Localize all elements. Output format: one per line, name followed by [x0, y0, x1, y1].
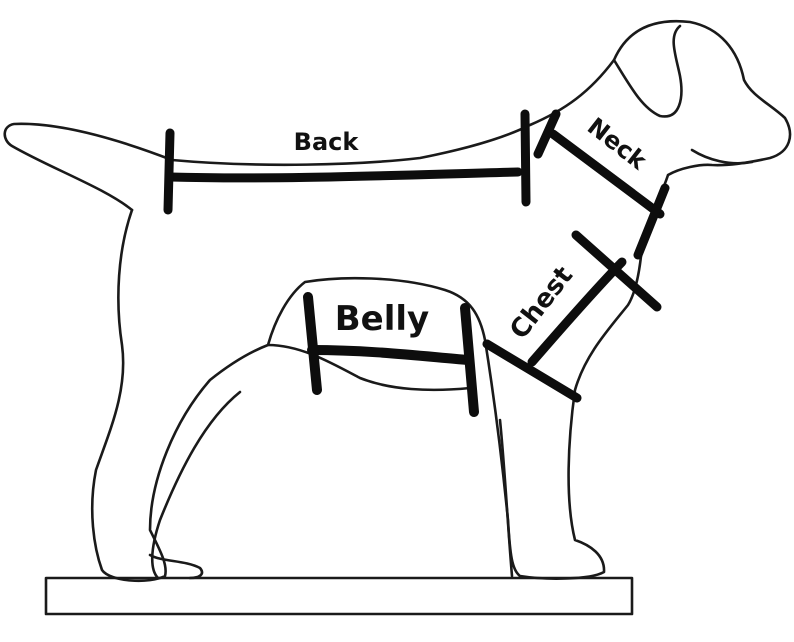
neck-bottom-tick	[633, 183, 670, 260]
dog-far-hind-leg-outline	[148, 390, 242, 580]
belly-label: Belly	[335, 299, 429, 339]
dog-mouth-outline	[690, 148, 754, 165]
chest-bottom-tick	[482, 339, 582, 403]
belly-end-tick	[460, 303, 479, 417]
belly-measure-line	[307, 345, 473, 365]
chest-top-tick	[571, 230, 662, 312]
dog-ear-outline	[612, 24, 683, 118]
chest-label: Chest	[504, 261, 579, 345]
stand-base	[44, 576, 634, 616]
dog-body-outline	[90, 19, 792, 583]
back-measure-line	[165, 167, 523, 183]
chest-measure-line	[527, 257, 627, 367]
dog-far-front-leg-outline	[498, 418, 514, 578]
back-label: Back	[294, 128, 360, 156]
back-end-tick	[520, 109, 531, 207]
dog-tail-outline	[3, 122, 174, 212]
dog-belly-outline	[266, 343, 472, 392]
back-start-tick	[163, 128, 175, 215]
measurement-lines	[163, 109, 670, 417]
neck-measure-line	[548, 129, 665, 219]
belly-start-tick	[303, 292, 322, 395]
neck-top-tick	[533, 109, 561, 159]
